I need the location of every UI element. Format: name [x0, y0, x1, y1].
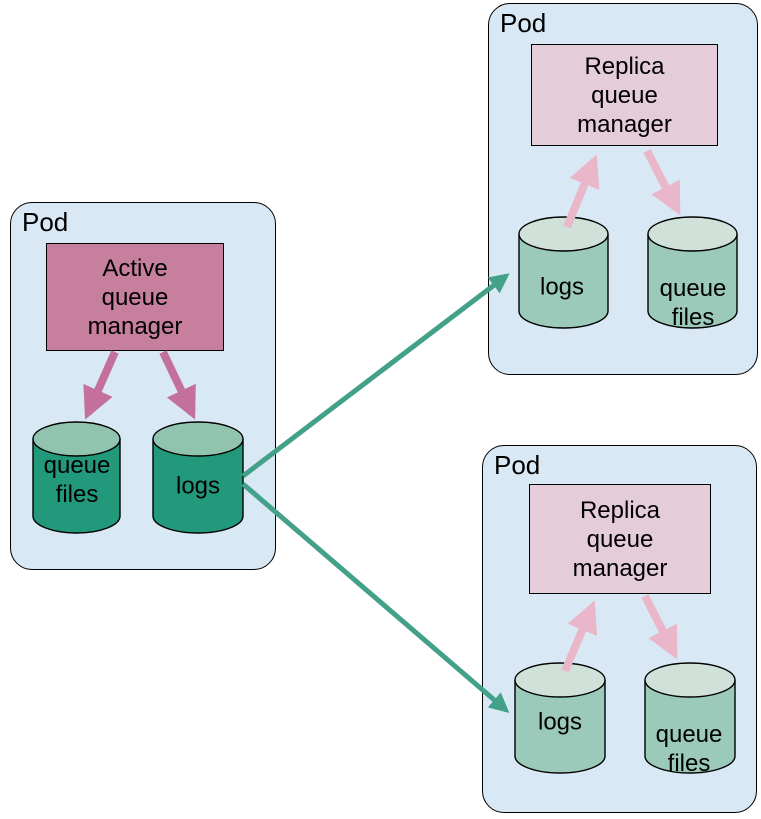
cylinder-top: [518, 216, 609, 252]
cylinder-queue-files-active: [32, 421, 121, 534]
queue-files-label-active: queue files: [43, 452, 111, 508]
replica-queue-manager-label-2: Replica queue manager: [572, 496, 668, 582]
cylinder-body: [647, 234, 738, 329]
queue-files-label-replica-2: queue files: [655, 721, 723, 777]
cylinder-body: [32, 439, 121, 534]
cylinder-top: [514, 662, 606, 698]
cylinder-top: [647, 216, 738, 252]
replica-queue-manager-box-1: Replica queue manager: [531, 44, 718, 146]
arrow-replica-manager-1-to-queue-files: [643, 149, 681, 216]
replica-queue-manager-label-1: Replica queue manager: [577, 52, 672, 138]
cylinder-queue-files-replica-1: [647, 216, 738, 329]
cylinder-top: [32, 421, 121, 457]
queue-files-label-replica-1: queue files: [659, 275, 727, 331]
cylinder-logs-replica-2: [514, 662, 606, 774]
logs-label-replica-2: logs: [537, 708, 583, 736]
cylinder-logs-replica-1: [518, 216, 609, 329]
arrow-active-manager-to-queue-files: [83, 350, 119, 420]
replica-queue-manager-box-2: Replica queue manager: [529, 484, 711, 594]
active-queue-manager-label: Active queue manager: [87, 254, 183, 340]
arrow-replica-manager-2-to-queue-files: [641, 594, 678, 660]
cylinder-logs-active: [152, 421, 244, 534]
arrow-active-manager-to-logs: [159, 350, 196, 420]
arrow-logs-to-replica-manager-1: [563, 154, 600, 229]
cylinder-body: [152, 439, 244, 534]
pod-replica-2-label: Pod: [494, 450, 541, 480]
logs-label-replica-1: logs: [539, 273, 585, 301]
cylinder-queue-files-replica-2: [644, 662, 736, 774]
arrow-replication-active-logs-to-replica-1-logs: [241, 273, 510, 478]
active-queue-manager-box: Active queue manager: [46, 243, 224, 351]
pod-replica-1-label: Pod: [500, 8, 547, 38]
pod-active-label: Pod: [22, 207, 69, 237]
arrow-replication-active-logs-to-replica-2-logs: [241, 482, 510, 713]
cylinder-body: [644, 680, 736, 774]
cylinder-body: [518, 234, 609, 329]
arrow-logs-to-replica-manager-2: [561, 600, 598, 673]
logs-label-active: logs: [175, 472, 221, 500]
cylinder-top: [644, 662, 736, 698]
cylinder-body: [514, 680, 606, 774]
cylinder-top: [152, 421, 244, 457]
